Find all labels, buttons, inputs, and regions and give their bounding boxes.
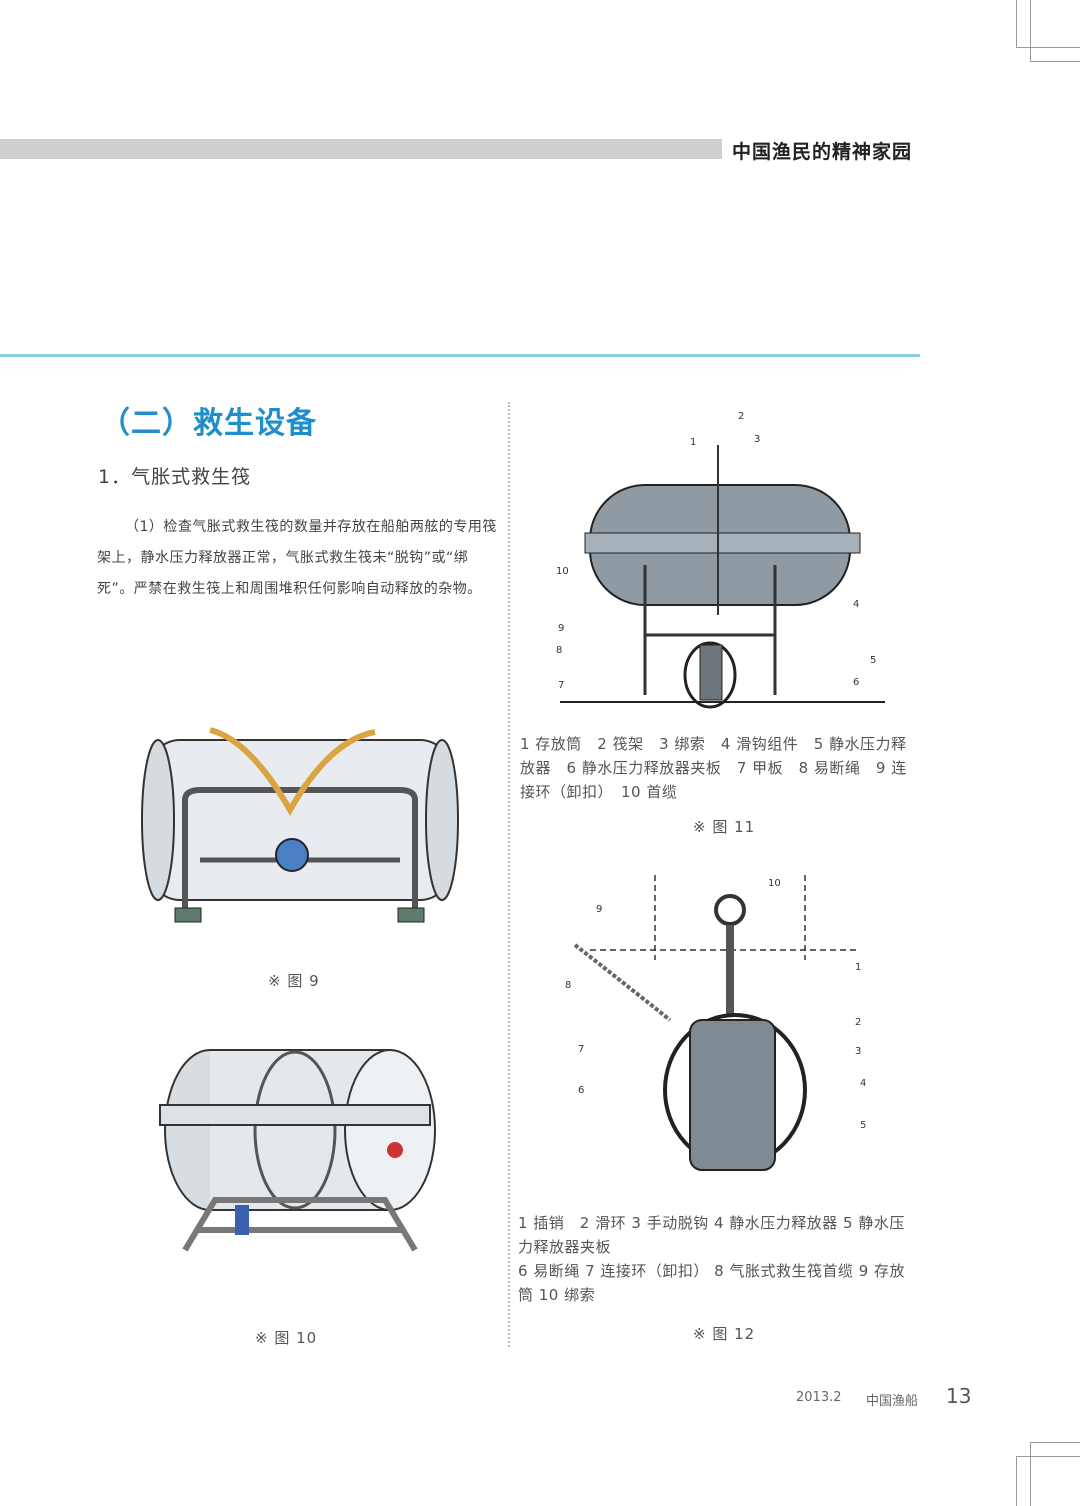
running-title: 中国渔民的精神家园 xyxy=(732,141,913,163)
fig12-label-10: 10 xyxy=(768,878,781,889)
figure-12-legend-line: 1 插销 2 滑环 3 手动脱钩 4 静水压力释放器 5 静水压力释放器夹板 xyxy=(518,1214,905,1256)
figure-11-caption: ※ 图 11 xyxy=(693,818,756,836)
fig11-label-6: 6 xyxy=(853,677,859,688)
figure-12-caption: ※ 图 12 xyxy=(693,1325,756,1343)
page-number: 13 xyxy=(946,1384,972,1408)
figure-10-caption: ※ 图 10 xyxy=(255,1329,318,1347)
fig11-label-10: 10 xyxy=(556,566,569,577)
crop-mark-top-inner xyxy=(1030,0,1080,62)
fig12-label-3: 3 xyxy=(855,1046,861,1057)
fig11-label-3: 3 xyxy=(754,434,760,445)
crop-mark-bottom-inner xyxy=(1030,1442,1080,1506)
column-divider xyxy=(508,402,510,1347)
fig11-label-7: 7 xyxy=(558,680,564,691)
footer-date: 2013.2 xyxy=(796,1390,842,1405)
crop-mark-top xyxy=(1016,0,1080,48)
fig11-label-1: 1 xyxy=(690,437,696,448)
fig12-label-8: 8 xyxy=(565,980,571,991)
figure-9-caption: ※ 图 9 xyxy=(268,972,320,990)
subsection-title: 1．气胀式救生筏 xyxy=(98,466,252,488)
fig12-label-6: 6 xyxy=(578,1085,584,1096)
fig12-label-5: 5 xyxy=(860,1120,866,1131)
figure-12-legend: 1 插销 2 滑环 3 手动脱钩 4 静水压力释放器 5 静水压力释放器夹板 6… xyxy=(518,1211,918,1307)
fig11-label-5: 5 xyxy=(870,655,876,666)
body-paragraph: （1）检查气胀式救生筏的数量并存放在船舶两舷的专用筏架上，静水压力释放器正常，气… xyxy=(97,519,497,597)
fig12-label-4: 4 xyxy=(860,1078,866,1089)
figure-11-legend: 1 存放筒 2 筏架 3 绑索 4 滑钩组件 5 静水压力释放器 6 静水压力释… xyxy=(520,735,907,801)
fig11-label-9: 9 xyxy=(558,623,564,634)
fig11-label-4: 4 xyxy=(853,599,859,610)
fig12-label-7: 7 xyxy=(578,1044,584,1055)
header-bar xyxy=(0,139,722,159)
figure-10-raft-on-cradle xyxy=(159,1049,436,1252)
figure-12-legend-line: 6 易断绳 7 连接环（卸扣） 8 气胀式救生筏首缆 9 存放筒 10 绑索 xyxy=(518,1262,906,1304)
fig12-label-2: 2 xyxy=(855,1017,861,1028)
footer-magazine: 中国渔船 xyxy=(866,1394,919,1409)
section-rule xyxy=(0,354,920,357)
fig11-label-2: 2 xyxy=(738,411,744,422)
fig11-label-8: 8 xyxy=(556,645,562,656)
figure-12-diagram: 1 2 3 4 5 6 7 8 9 10 xyxy=(565,875,866,1171)
fig12-label-9: 9 xyxy=(596,904,602,915)
section-title: （二）救生设备 xyxy=(100,406,317,441)
crop-mark-bottom xyxy=(1016,1456,1080,1506)
fig12-label-1: 1 xyxy=(855,962,861,973)
figure-11-diagram: 1 2 3 4 5 6 7 8 9 10 xyxy=(556,411,885,709)
figure-9-raft-canister xyxy=(141,727,459,923)
